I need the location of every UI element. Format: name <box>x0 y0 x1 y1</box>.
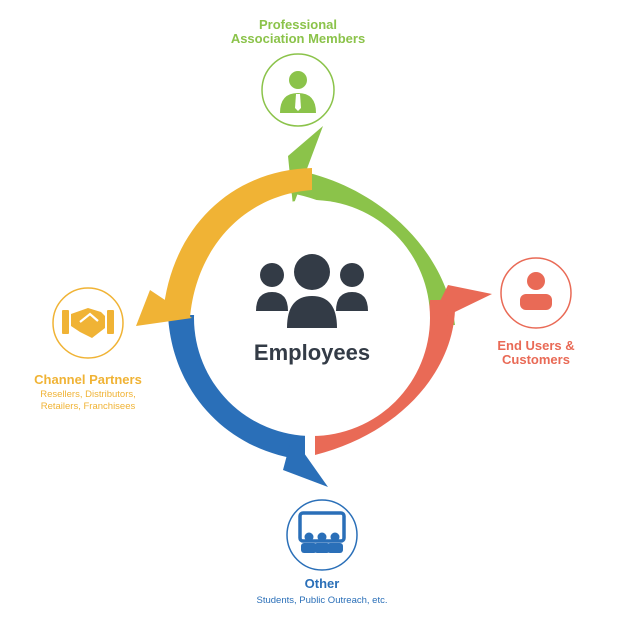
other-subtitle-line: Students, Public Outreach, etc. <box>256 595 388 606</box>
channel-subtitle: Resellers, Distributors, Retailers, Fran… <box>28 389 148 413</box>
professional-icon-circle <box>261 53 335 127</box>
channel-title-line: Channel Partners <box>34 372 142 387</box>
other-title: Other <box>262 577 382 591</box>
professional-title-line: Professional <box>258 17 338 32</box>
arrow-blue-head <box>283 436 328 487</box>
channel-title: Channel Partners <box>18 373 158 387</box>
business-person-icon <box>280 71 316 113</box>
handshake-icon <box>62 308 114 338</box>
arrow-orange-segment <box>163 168 312 318</box>
user-icon <box>520 272 552 310</box>
arrow-orange-head <box>136 290 192 326</box>
channel-subtitle-line: Resellers, Distributors, <box>40 389 136 400</box>
professional-title: Professional Association Members <box>198 18 398 46</box>
end-users-title-line: End Users & <box>497 338 575 353</box>
professional-title-line: Association Members <box>230 31 366 46</box>
end-users-title-line: Customers <box>502 352 570 367</box>
employee-group-icon <box>256 254 368 328</box>
end-users-title: End Users & Customers <box>476 339 596 367</box>
center-label: Employees <box>253 340 371 365</box>
channel-subtitle-line: Retailers, Franchisees <box>40 401 136 412</box>
end-users-icon-circle <box>500 257 572 329</box>
other-title-line: Other <box>304 576 340 591</box>
presentation-audience-icon <box>298 511 346 553</box>
arrow-red-head <box>428 285 492 325</box>
other-subtitle: Students, Public Outreach, etc. <box>222 595 422 607</box>
